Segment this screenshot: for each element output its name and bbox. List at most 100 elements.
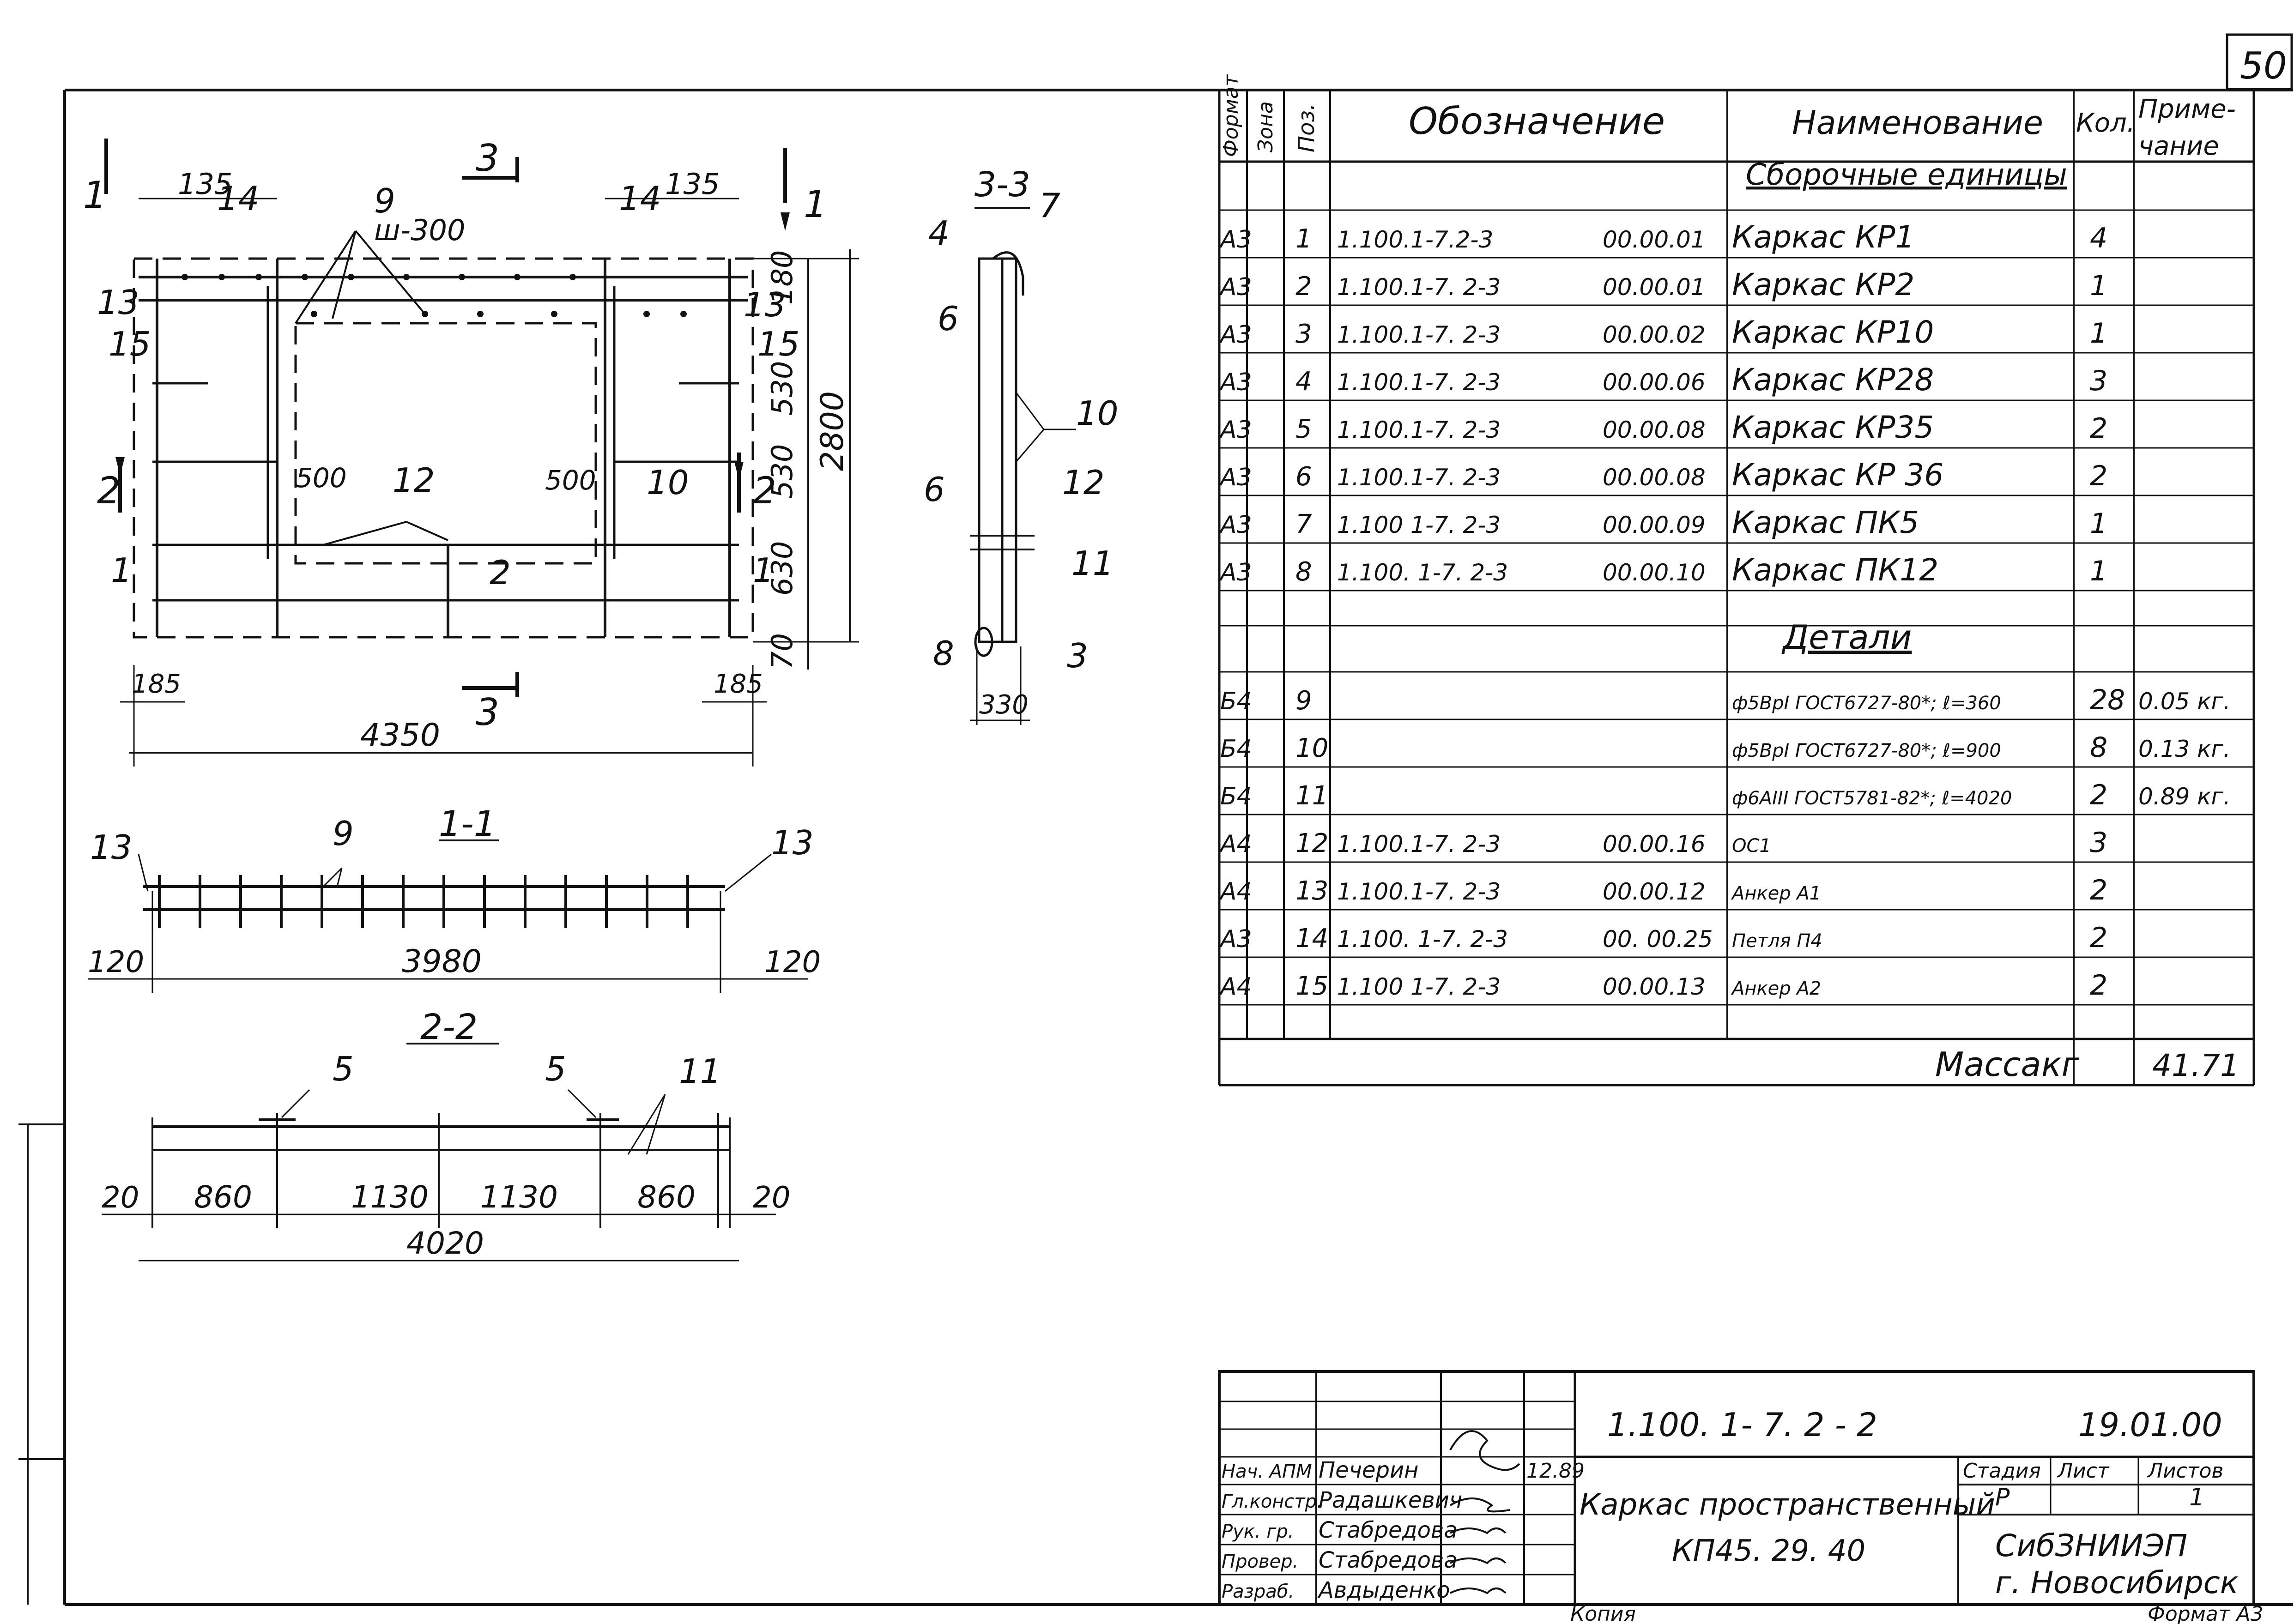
row-format: Б4 <box>1220 783 1252 810</box>
header-note-1: Приме- <box>2138 94 2236 124</box>
person-4: Стабредова <box>1319 1547 1458 1573</box>
title-block: 1.100. 1- 7. 2 - 2 19.01.00 Нач. АПМ Гл.… <box>1218 1370 2264 1624</box>
row-pos: 13 <box>1295 876 1328 906</box>
sec22-dim-1130-right: 1130 <box>480 1179 558 1215</box>
pos-13-left: 13 <box>97 283 139 322</box>
org-line-1: СибЗНИИЭП <box>1995 1528 2187 1564</box>
sec33-pos-3: 3 <box>1067 636 1088 675</box>
sec11-pos-13-right: 13 <box>771 823 814 862</box>
pos-1-right: 1 <box>753 551 774 590</box>
sec22-dim-860-right: 860 <box>637 1179 696 1215</box>
section-3-bottom: 3 <box>476 691 499 734</box>
row-pos: 3 <box>1295 319 1312 349</box>
row-qty: 1 <box>2090 270 2107 302</box>
sec22-dim-1130-left: 1130 <box>351 1179 429 1215</box>
row-pos: 14 <box>1295 924 1328 954</box>
row-format: А3 <box>1219 464 1252 491</box>
row-pos: 8 <box>1295 557 1312 587</box>
sec33-pos-6-top: 6 <box>938 299 959 338</box>
row-name: ОС1 <box>1732 835 1771 857</box>
plan-outline <box>133 257 754 639</box>
row-qty: 1 <box>2090 555 2107 587</box>
row-qty: 2 <box>2090 779 2107 811</box>
spacing-label: ш-300 <box>374 213 465 247</box>
row-qty: 4 <box>2090 222 2107 254</box>
row-pos: 11 <box>1295 781 1328 811</box>
person-1: Печерин <box>1319 1457 1419 1483</box>
row-format: А3 <box>1219 321 1252 349</box>
sec11-pos-9: 9 <box>333 814 354 853</box>
row-code: 00.00.13 <box>1603 973 1706 1000</box>
sec22-pos-5-left: 5 <box>333 1050 354 1088</box>
dim-70: 70 <box>765 633 799 670</box>
dim-4350: 4350 <box>360 717 440 754</box>
row-format: А4 <box>1219 830 1252 858</box>
sec33-pos-6-bottom: 6 <box>924 470 945 509</box>
mass-value: 41.71 <box>2152 1048 2240 1083</box>
row-format: А3 <box>1219 559 1252 586</box>
sec33-pos-12: 12 <box>1062 463 1105 502</box>
row-pos: 7 <box>1295 509 1312 539</box>
row-code: 00.00.01 <box>1603 274 1706 301</box>
date: 12.89 <box>1526 1459 1585 1483</box>
row-designation: 1.100.1-7. 2-3 <box>1337 464 1501 491</box>
row-note: 0.05 кг. <box>2138 688 2231 715</box>
section-3-top: 3 <box>476 137 499 180</box>
sheet-number: 50 <box>2240 44 2287 87</box>
row-qty: 2 <box>2090 922 2107 954</box>
row-code: 00.00.01 <box>1603 226 1706 253</box>
sec33-pos-8: 8 <box>933 634 954 673</box>
pos-10: 10 <box>647 463 689 502</box>
row-qty: 2 <box>2090 460 2107 492</box>
section-2-left: 2 <box>97 469 121 512</box>
stage-value: Р <box>1995 1484 2010 1511</box>
section-details-title: Детали <box>1781 618 1912 657</box>
role-4: Провер. <box>1222 1551 1298 1572</box>
row-designation: 1.100.1-7. 2-3 <box>1337 831 1501 857</box>
row-designation: 1.100.1-7. 2-3 <box>1337 321 1501 348</box>
sec33-dim-330: 330 <box>979 690 1029 720</box>
row-format: Б4 <box>1220 735 1252 763</box>
sheets-label: Листов <box>2147 1459 2223 1483</box>
pos-15-left: 15 <box>109 325 151 363</box>
doc-title-line-2: КП45. 29. 40 <box>1672 1534 1865 1568</box>
row-designation: 1.100. 1-7. 2-3 <box>1337 559 1508 586</box>
section-3-3-title: 3-3 <box>974 165 1030 205</box>
row-pos: 1 <box>1295 224 1312 254</box>
header-designation: Обозначение <box>1409 100 1665 143</box>
sec33-pos-10: 10 <box>1076 394 1119 433</box>
row-format: А3 <box>1219 226 1252 254</box>
row-pos: 4 <box>1295 367 1312 397</box>
row-code: 00.00.08 <box>1603 464 1706 491</box>
pos-13-right: 13 <box>744 285 786 324</box>
row-format: А4 <box>1219 973 1252 1001</box>
pos-15-right: 15 <box>757 325 800 363</box>
row-qty: 2 <box>2090 969 2107 1002</box>
row-qty: 28 <box>2090 684 2125 716</box>
row-designation: 1.100.1-7. 2-3 <box>1337 878 1501 905</box>
row-qty: 8 <box>2090 731 2107 764</box>
sheets-value: 1 <box>2189 1484 2204 1511</box>
role-5: Разраб. <box>1222 1581 1294 1602</box>
spec-table: Формат Зона Поз. Обозначение Наименовани… <box>1218 74 2255 1087</box>
pos-14-left: 14 <box>217 179 260 218</box>
format-label: Формат А3 <box>2148 1602 2264 1624</box>
section-1-1-title: 1-1 <box>439 803 496 844</box>
row-name: ф6АIII ГОСТ5781-82*; ℓ=4020 <box>1732 788 2012 809</box>
row-name: Анкер А1 <box>1731 883 1821 904</box>
role-1: Нач. АПМ <box>1222 1461 1312 1482</box>
section-2-2-title: 2-2 <box>420 1006 478 1047</box>
section-1-left: 1 <box>83 174 107 217</box>
row-name: Анкер А2 <box>1731 978 1821 999</box>
row-format: А3 <box>1219 273 1252 301</box>
header-name: Наименование <box>1792 104 2043 142</box>
header-note-2: чание <box>2138 131 2219 161</box>
row-format: А3 <box>1219 511 1252 539</box>
section-3-3: 3-3 4 7 6 6 10 12 11 8 3 330 <box>924 165 1119 725</box>
sec22-dim-20-left: 20 <box>102 1181 139 1215</box>
row-name: Петля П4 <box>1732 930 1822 952</box>
stage-label: Стадия <box>1963 1459 2041 1483</box>
header-zone: Зона <box>1254 101 1277 152</box>
copy-label: Копия <box>1570 1602 1636 1624</box>
